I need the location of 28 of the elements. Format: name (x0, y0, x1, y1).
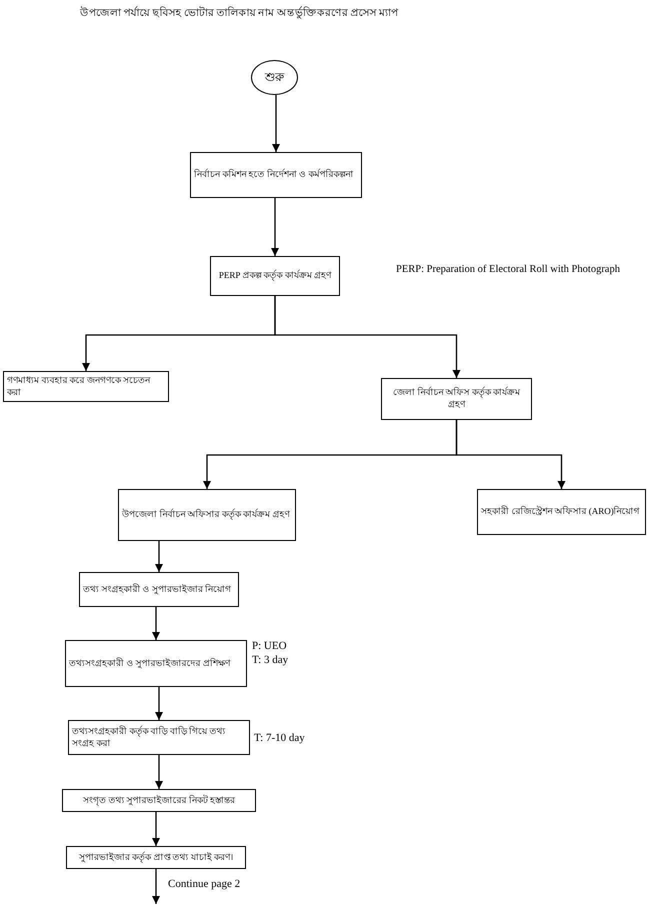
arrow (274, 296, 460, 378)
note: T: 3 day (252, 654, 288, 666)
arrow (155, 755, 163, 789)
note: PERP: Preparation of Electoral Roll with Photograph (396, 264, 620, 275)
arrow (456, 420, 566, 489)
process-box: সুপারভাইজার কর্তৃক প্রাপ্ত তথ্য যাচাই করণ। (66, 846, 246, 869)
note: T: 7-10 day (254, 732, 305, 744)
arrow (155, 687, 163, 720)
title: উপজেলা পর্যায়ে ছবিসহ ভোটার তালিকায় নাম অন্তর্ভুক্তিকরণের প্রসেস ম্যাপ (80, 5, 398, 21)
process-box: তথ্য সংগ্রহকারী ও সুপারভাইজার নিয়োগ (79, 572, 239, 607)
process-box: তথ্যসংগ্রহকারী কর্তৃক বাড়ি বাড়ি গিয়ে তথ্য সংগ্রহ করা (68, 720, 250, 755)
process-box: গণমাধ্যম ব্যবহার করে জনগণকে সচেতন করা (3, 371, 169, 402)
process-box: জেলা নির্বাচন অফিস কর্তৃক কার্যক্রম গ্রহণ (381, 378, 532, 420)
arrow (152, 812, 160, 846)
edge-label: Continue page 2 (168, 878, 240, 890)
arrow (152, 607, 160, 640)
arrow (155, 541, 163, 572)
start-ellipse: শুরু (251, 60, 298, 95)
arrow (272, 95, 280, 152)
process-box: উপজেলা নির্বাচন অফিসার কর্তৃক কার্যক্রম গ্রহণ (118, 489, 296, 541)
arrow (152, 869, 160, 904)
process-box: PERP প্রকল্প কর্তৃক কার্যক্রম গ্রহণ (210, 256, 340, 296)
process-box: তথ্যসংগ্রহকারী ও সুপারভাইজারদের প্রশিক্ষণ (65, 640, 247, 687)
process-box: সংগৃত তথ্য সুপারভাইজারের নিকট হস্তান্তর (62, 789, 256, 812)
process-box: সহকারী রেজিস্ট্রেশন অফিসার (ARO)নিয়োগ (477, 489, 646, 535)
arrow (271, 198, 279, 256)
note: P: UEO (252, 640, 287, 652)
process-box: নির্বাচন কমিশন হতে নির্দেশনা ও কর্মপরিকল্পনা (190, 152, 362, 198)
